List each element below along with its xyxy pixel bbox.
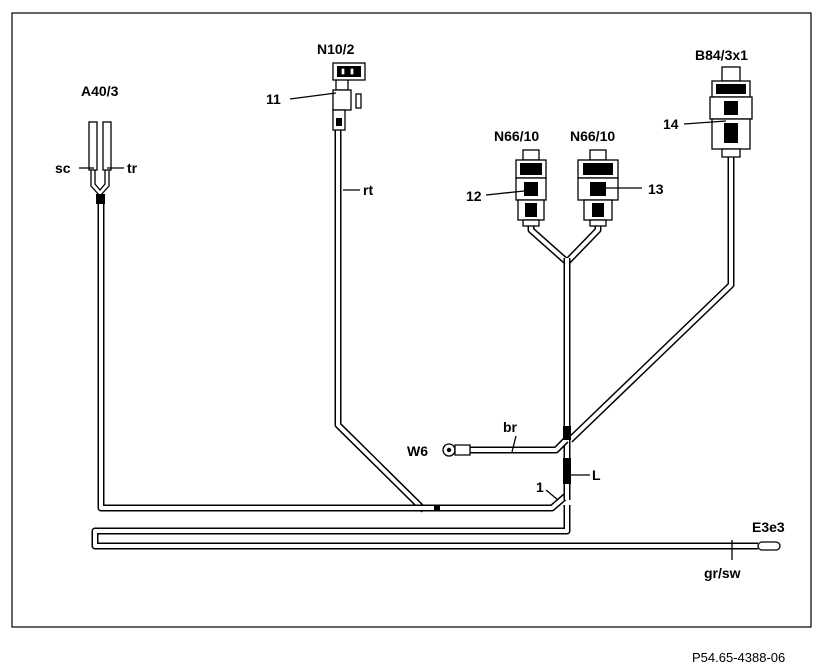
n66-10-connector-13	[577, 149, 619, 227]
label-a40-3: A40/3	[81, 83, 119, 99]
splice-block	[563, 458, 571, 484]
wire-harness	[91, 130, 758, 550]
callout-12: 12	[466, 188, 482, 204]
b84-3x1-connector	[709, 66, 753, 158]
junction-mark	[434, 505, 440, 511]
n10-2-connector	[332, 62, 366, 131]
callout-11: 11	[266, 91, 281, 107]
label-n66-10-b: N66/10	[570, 128, 615, 144]
callout-1: 1	[536, 479, 544, 495]
figure-reference: P54.65-4388-06	[692, 650, 785, 665]
wire-color-sc: sc	[55, 160, 71, 176]
label-n66-10-a: N66/10	[494, 128, 539, 144]
leader-lines	[79, 92, 733, 560]
callout-L: L	[592, 467, 601, 483]
label-b84-3x1: B84/3x1	[695, 47, 748, 63]
a40-3-connector	[88, 121, 112, 204]
junction-sleeve	[563, 426, 571, 440]
callout-14: 14	[663, 116, 679, 132]
diagram-frame	[11, 12, 812, 628]
e3e3-terminal	[757, 541, 781, 551]
wire-color-tr: tr	[127, 160, 138, 176]
callout-13: 13	[648, 181, 664, 197]
label-n10-2: N10/2	[317, 41, 355, 57]
wire-color-rt: rt	[363, 182, 373, 198]
label-e3e3: E3e3	[752, 519, 785, 535]
w6-ground-lug	[442, 443, 471, 457]
wire-color-gr-sw: gr/sw	[704, 565, 741, 581]
wire-color-br: br	[503, 419, 518, 435]
label-w6: W6	[407, 443, 428, 459]
n66-10-connector-12	[515, 149, 547, 227]
